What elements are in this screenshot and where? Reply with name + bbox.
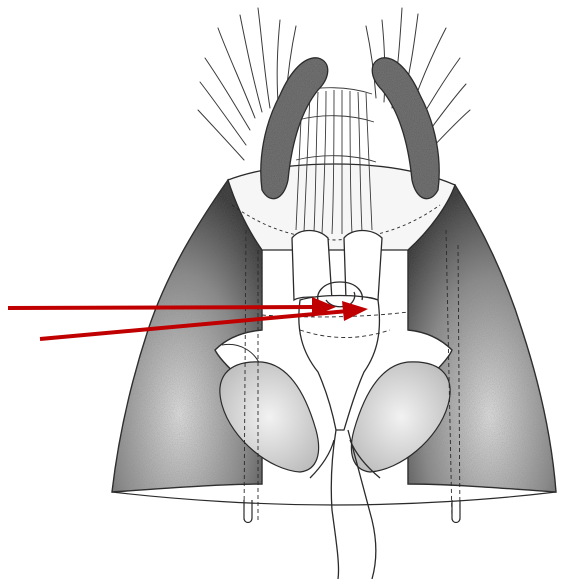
annotation-arrow-1 [8,307,316,308]
valva-left [112,180,262,492]
valva-right [408,185,556,492]
bottom-rim [112,492,556,523]
